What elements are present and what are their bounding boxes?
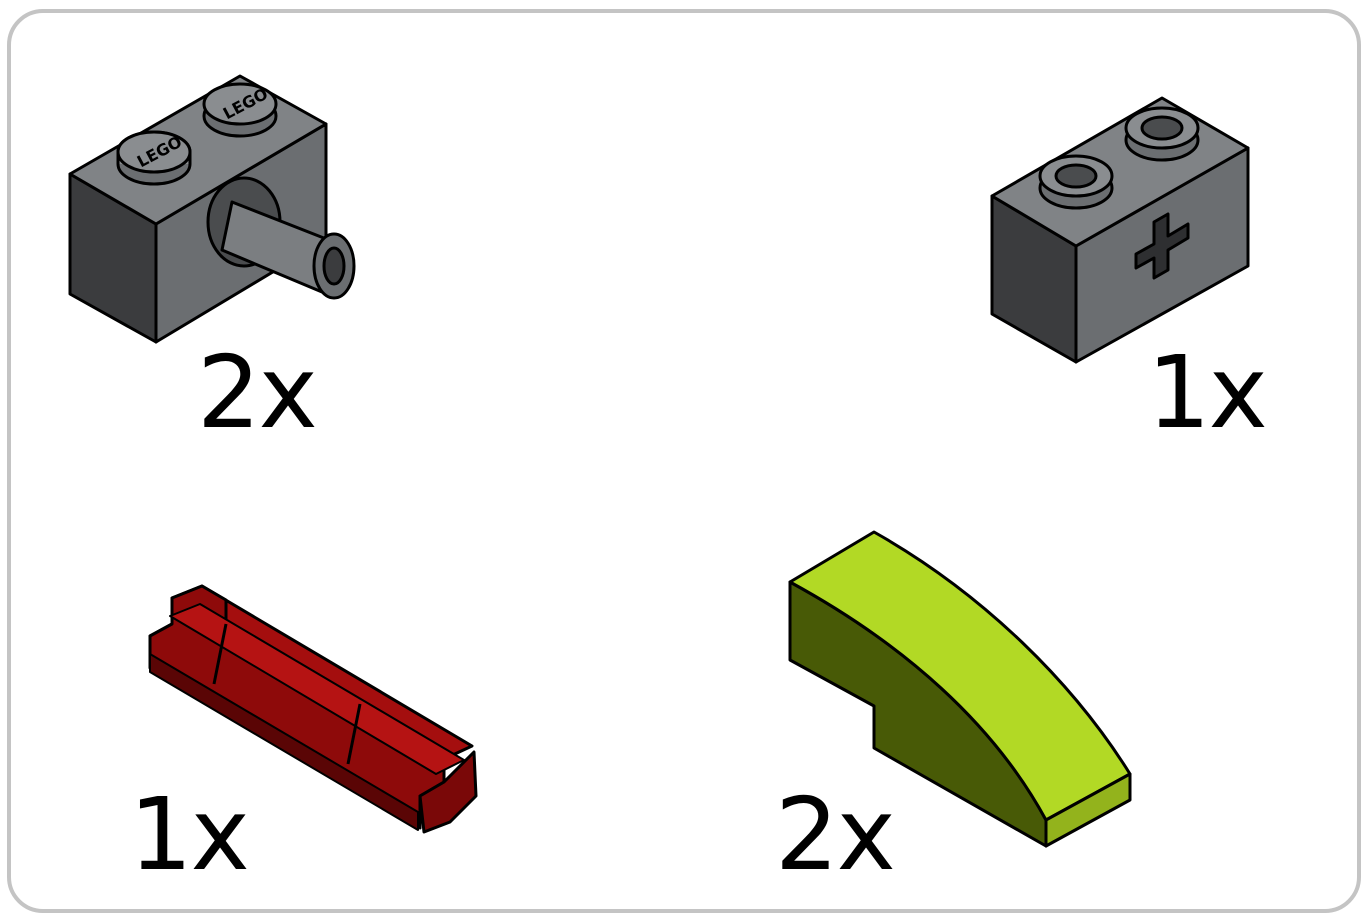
quantity-curved-slope: 2x <box>775 776 896 893</box>
parts-list-panel: LEGO LEGO 2x 1x <box>7 9 1361 913</box>
quantity-brick-with-axle-hole: 1x <box>1147 334 1268 451</box>
brick-with-pin-icon: LEGO LEGO <box>68 74 356 344</box>
brick-with-axle-hole-icon <box>990 96 1250 364</box>
curved-slope-icon <box>788 530 1132 848</box>
quantity-axle: 1x <box>129 776 250 893</box>
quantity-brick-with-pin: 2x <box>197 334 318 451</box>
axle-icon <box>148 584 478 834</box>
